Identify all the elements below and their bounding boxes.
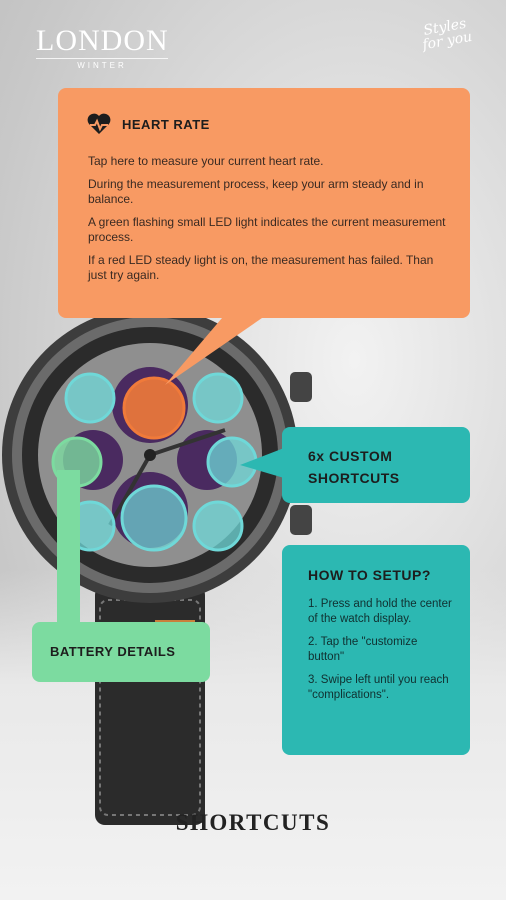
setup-step: 2. Tap the "customize button" xyxy=(308,636,418,663)
heart-rate-shortcut xyxy=(122,376,186,440)
heart-rate-pointer xyxy=(165,318,262,385)
heart-rate-line: If a red LED steady light is on, the mea… xyxy=(88,253,434,282)
battery-pointer xyxy=(57,470,80,624)
heart-rate-line: Tap here to measure your current heart r… xyxy=(88,154,324,168)
logo-sub: WINTER xyxy=(36,58,168,70)
footer-title: SHORTCUTS xyxy=(175,810,331,835)
london-logo: LONDON WINTER xyxy=(36,26,169,70)
custom-shortcuts-title: 6x CUSTOM SHORTCUTS xyxy=(308,445,400,489)
heart-rate-card: HEART RATE Tap here to measure your curr… xyxy=(58,88,470,318)
shortcut-top-right xyxy=(192,372,244,424)
heart-rate-line: A green flashing small LED light indicat… xyxy=(88,215,446,244)
custom-shortcuts-line2: SHORTCUTS xyxy=(308,470,400,486)
watch-crown-bottom xyxy=(290,505,312,535)
setup-card: HOW TO SETUP? 1. Press and hold the cent… xyxy=(282,545,470,755)
setup-title: HOW TO SETUP? xyxy=(308,567,431,583)
battery-details-card: BATTERY DETAILS xyxy=(32,622,210,682)
heart-rate-line: During the measurement process, keep you… xyxy=(88,177,424,206)
setup-step: 1. Press and hold the center of the watc… xyxy=(308,598,452,625)
shortcut-bottom-center xyxy=(120,484,188,552)
heart-rate-body: Tap here to measure your current heart r… xyxy=(88,154,448,291)
heart-pulse-icon xyxy=(87,113,111,134)
shortcut-top-left xyxy=(64,372,116,424)
custom-shortcuts-card: 6x CUSTOM SHORTCUTS xyxy=(282,427,470,503)
watch-crown-top xyxy=(290,372,312,402)
battery-details-label: BATTERY DETAILS xyxy=(50,644,176,659)
logo-main: LONDON xyxy=(36,24,169,57)
shortcuts-pointer xyxy=(240,448,284,478)
brand-logo: Styles for you xyxy=(421,15,474,54)
shortcut-bottom-right xyxy=(192,500,244,552)
custom-shortcuts-line1: 6x CUSTOM xyxy=(308,448,393,464)
setup-step: 3. Swipe left until you reach "complicat… xyxy=(308,674,449,701)
setup-steps: 1. Press and hold the center of the watc… xyxy=(308,597,456,711)
heart-rate-title: HEART RATE xyxy=(122,117,210,132)
